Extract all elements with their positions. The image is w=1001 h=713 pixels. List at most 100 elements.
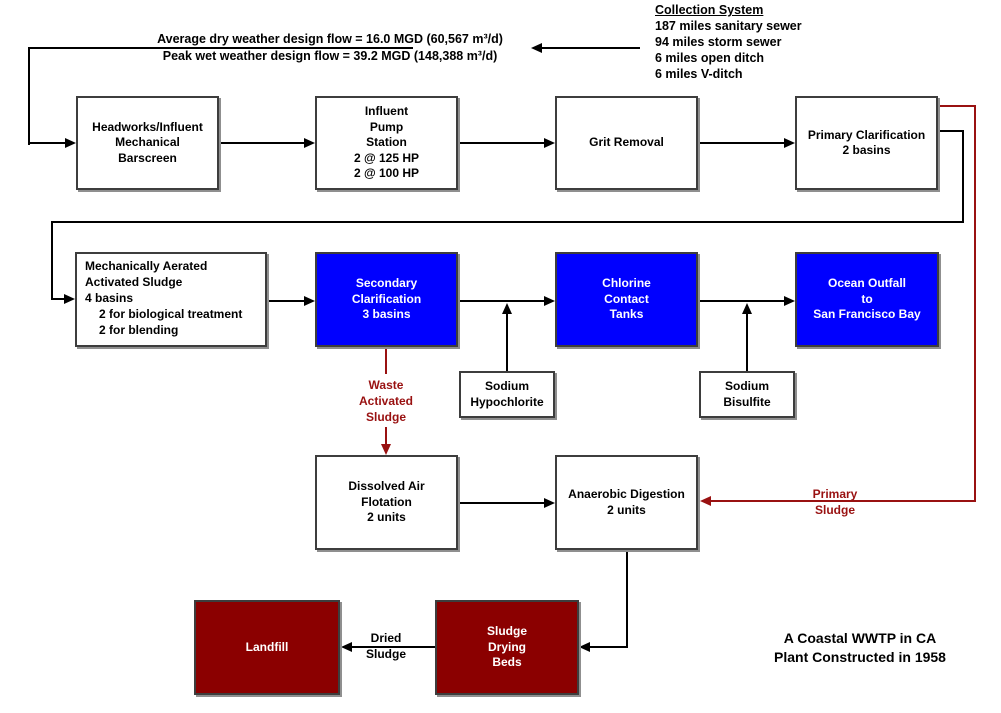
label-line: Activated bbox=[358, 394, 414, 408]
connector-chlorine-outfall bbox=[698, 300, 784, 302]
connector-collection-to-text bbox=[542, 47, 640, 49]
primary-clarification-box: Primary Clarification 2 basins bbox=[795, 96, 938, 190]
connector-into-dryingbeds bbox=[590, 646, 628, 648]
collection-system-title: Collection System bbox=[655, 3, 764, 17]
arrowhead-right-icon bbox=[544, 296, 555, 306]
arrowhead-right-icon bbox=[65, 138, 76, 148]
connector-into-headworks bbox=[28, 142, 65, 144]
box-line: Grit Removal bbox=[589, 135, 664, 150]
connector-secclar-chlorine bbox=[458, 300, 544, 302]
arrowhead-right-icon bbox=[544, 138, 555, 148]
collection-system-item: 187 miles sanitary sewer bbox=[655, 19, 802, 33]
connector-primaryclar-exit bbox=[938, 130, 964, 132]
label-line: Dried bbox=[370, 631, 402, 645]
connector-wrap-down bbox=[962, 130, 964, 223]
dissolved-air-flotation-box: Dissolved Air Flotation 2 units bbox=[315, 455, 458, 550]
label-line: Primary bbox=[812, 487, 858, 501]
connector-primarysludge-drop bbox=[974, 105, 976, 502]
sludge-drying-beds-box: Sludge Drying Beds bbox=[435, 600, 579, 695]
label-line: Sludge bbox=[365, 647, 406, 661]
box-line: Secondary bbox=[355, 276, 418, 291]
box-line: Mechanically Aerated bbox=[85, 259, 208, 273]
connector-primarysludge-across bbox=[711, 500, 976, 502]
arrowhead-left-icon bbox=[341, 642, 352, 652]
box-line: Landfill bbox=[245, 639, 289, 654]
activated-sludge-box: Mechanically Aerated Activated Sludge 4 … bbox=[75, 252, 267, 347]
arrowhead-up-icon bbox=[742, 303, 752, 314]
connector-hypochlorite-feed bbox=[506, 313, 508, 371]
design-flow-line2: Peak wet weather design flow = 39.2 MGD … bbox=[162, 49, 498, 63]
headworks-box: Headworks/Influent Mechanical Barscreen bbox=[76, 96, 219, 190]
box-line: to bbox=[861, 291, 873, 306]
diagram-caption: A Coastal WWTP in CA Plant Constructed i… bbox=[730, 629, 990, 667]
box-line: Pump bbox=[369, 119, 404, 134]
arrowhead-right-icon bbox=[784, 138, 795, 148]
connector-bisulfite-feed bbox=[746, 313, 748, 371]
box-line: Chlorine bbox=[602, 276, 651, 291]
box-line: Activated Sludge bbox=[85, 275, 183, 289]
box-line: Tanks bbox=[609, 307, 644, 322]
box-line: San Francisco Bay bbox=[813, 307, 921, 322]
box-line: 2 basins bbox=[842, 143, 891, 157]
box-line: 2 units bbox=[607, 502, 646, 517]
box-line: 4 basins bbox=[85, 291, 134, 305]
box-line: 2 units bbox=[367, 510, 406, 525]
connector-wrap-drop bbox=[51, 221, 53, 300]
box-line: Dissolved Air bbox=[348, 479, 425, 494]
design-flow-note: Average dry weather design flow = 16.0 M… bbox=[130, 31, 530, 65]
arrowhead-right-icon bbox=[544, 498, 555, 508]
box-line: Drying bbox=[487, 639, 526, 654]
ocean-outfall-box: Ocean Outfall to San Francisco Bay bbox=[795, 252, 939, 347]
landfill-box: Landfill bbox=[194, 600, 340, 695]
anaerobic-digestion-box: Anaerobic Digestion 2 units bbox=[555, 455, 698, 550]
box-line: 2 for biological treatment bbox=[99, 307, 243, 321]
arrowhead-right-icon bbox=[64, 294, 75, 304]
box-line: Barscreen bbox=[118, 150, 177, 165]
connector-dryingbeds-landfill bbox=[352, 646, 435, 648]
box-line: Mechanical bbox=[115, 135, 180, 150]
grit-removal-box: Grit Removal bbox=[555, 96, 698, 190]
box-line: Influent bbox=[364, 104, 409, 119]
waste-activated-sludge-label: Waste Activated Sludge bbox=[345, 377, 427, 425]
primary-sludge-label: Primary Sludge bbox=[800, 486, 870, 518]
sodium-hypochlorite-box: Sodium Hypochlorite bbox=[459, 371, 555, 418]
arrowhead-left-red-icon bbox=[700, 496, 711, 506]
arrowhead-left-icon bbox=[531, 43, 542, 53]
connector-into-activatedsludge bbox=[51, 298, 64, 300]
box-line: Sodium bbox=[485, 379, 529, 393]
arrowhead-right-icon bbox=[784, 296, 795, 306]
connector-digestion-drop bbox=[626, 551, 628, 647]
box-line: 2 for blending bbox=[99, 323, 179, 337]
connector-was-upper bbox=[385, 347, 387, 374]
connector-headworks-pumpstation bbox=[219, 142, 304, 144]
connector-was-lower bbox=[385, 427, 387, 444]
box-line: Sludge bbox=[486, 624, 527, 639]
connector-grit-primaryclar bbox=[698, 142, 784, 144]
chlorine-contact-box: Chlorine Contact Tanks bbox=[555, 252, 698, 347]
connector-left-drop bbox=[28, 47, 30, 145]
box-line: Station bbox=[366, 135, 407, 150]
connector-wrap-across bbox=[51, 221, 964, 223]
box-line: Bisulfite bbox=[723, 394, 771, 409]
box-line: Beds bbox=[492, 655, 522, 670]
box-line: Flotation bbox=[361, 494, 412, 509]
box-line: Primary Clarification bbox=[807, 127, 926, 142]
connector-text-to-left bbox=[28, 47, 413, 49]
arrowhead-left-icon bbox=[579, 642, 590, 652]
secondary-clarification-box: Secondary Clarification 3 basins bbox=[315, 252, 458, 347]
collection-system-note: Collection System 187 miles sanitary sew… bbox=[655, 2, 905, 82]
box-line: 2 @ 100 HP bbox=[353, 166, 420, 181]
arrowhead-right-icon bbox=[304, 138, 315, 148]
connector-primarysludge-exit bbox=[938, 105, 976, 107]
arrowhead-up-icon bbox=[502, 303, 512, 314]
connector-pumpstation-grit bbox=[458, 142, 544, 144]
collection-system-item: 94 miles storm sewer bbox=[655, 35, 782, 49]
caption-line2: Plant Constructed in 1958 bbox=[774, 649, 946, 665]
design-flow-line1: Average dry weather design flow = 16.0 M… bbox=[157, 32, 503, 46]
box-line: Clarification bbox=[351, 291, 422, 306]
box-line: 3 basins bbox=[362, 307, 411, 322]
connector-daf-digestion bbox=[458, 502, 544, 504]
box-line: Contact bbox=[604, 291, 649, 306]
box-line: Anaerobic Digestion bbox=[568, 487, 685, 501]
